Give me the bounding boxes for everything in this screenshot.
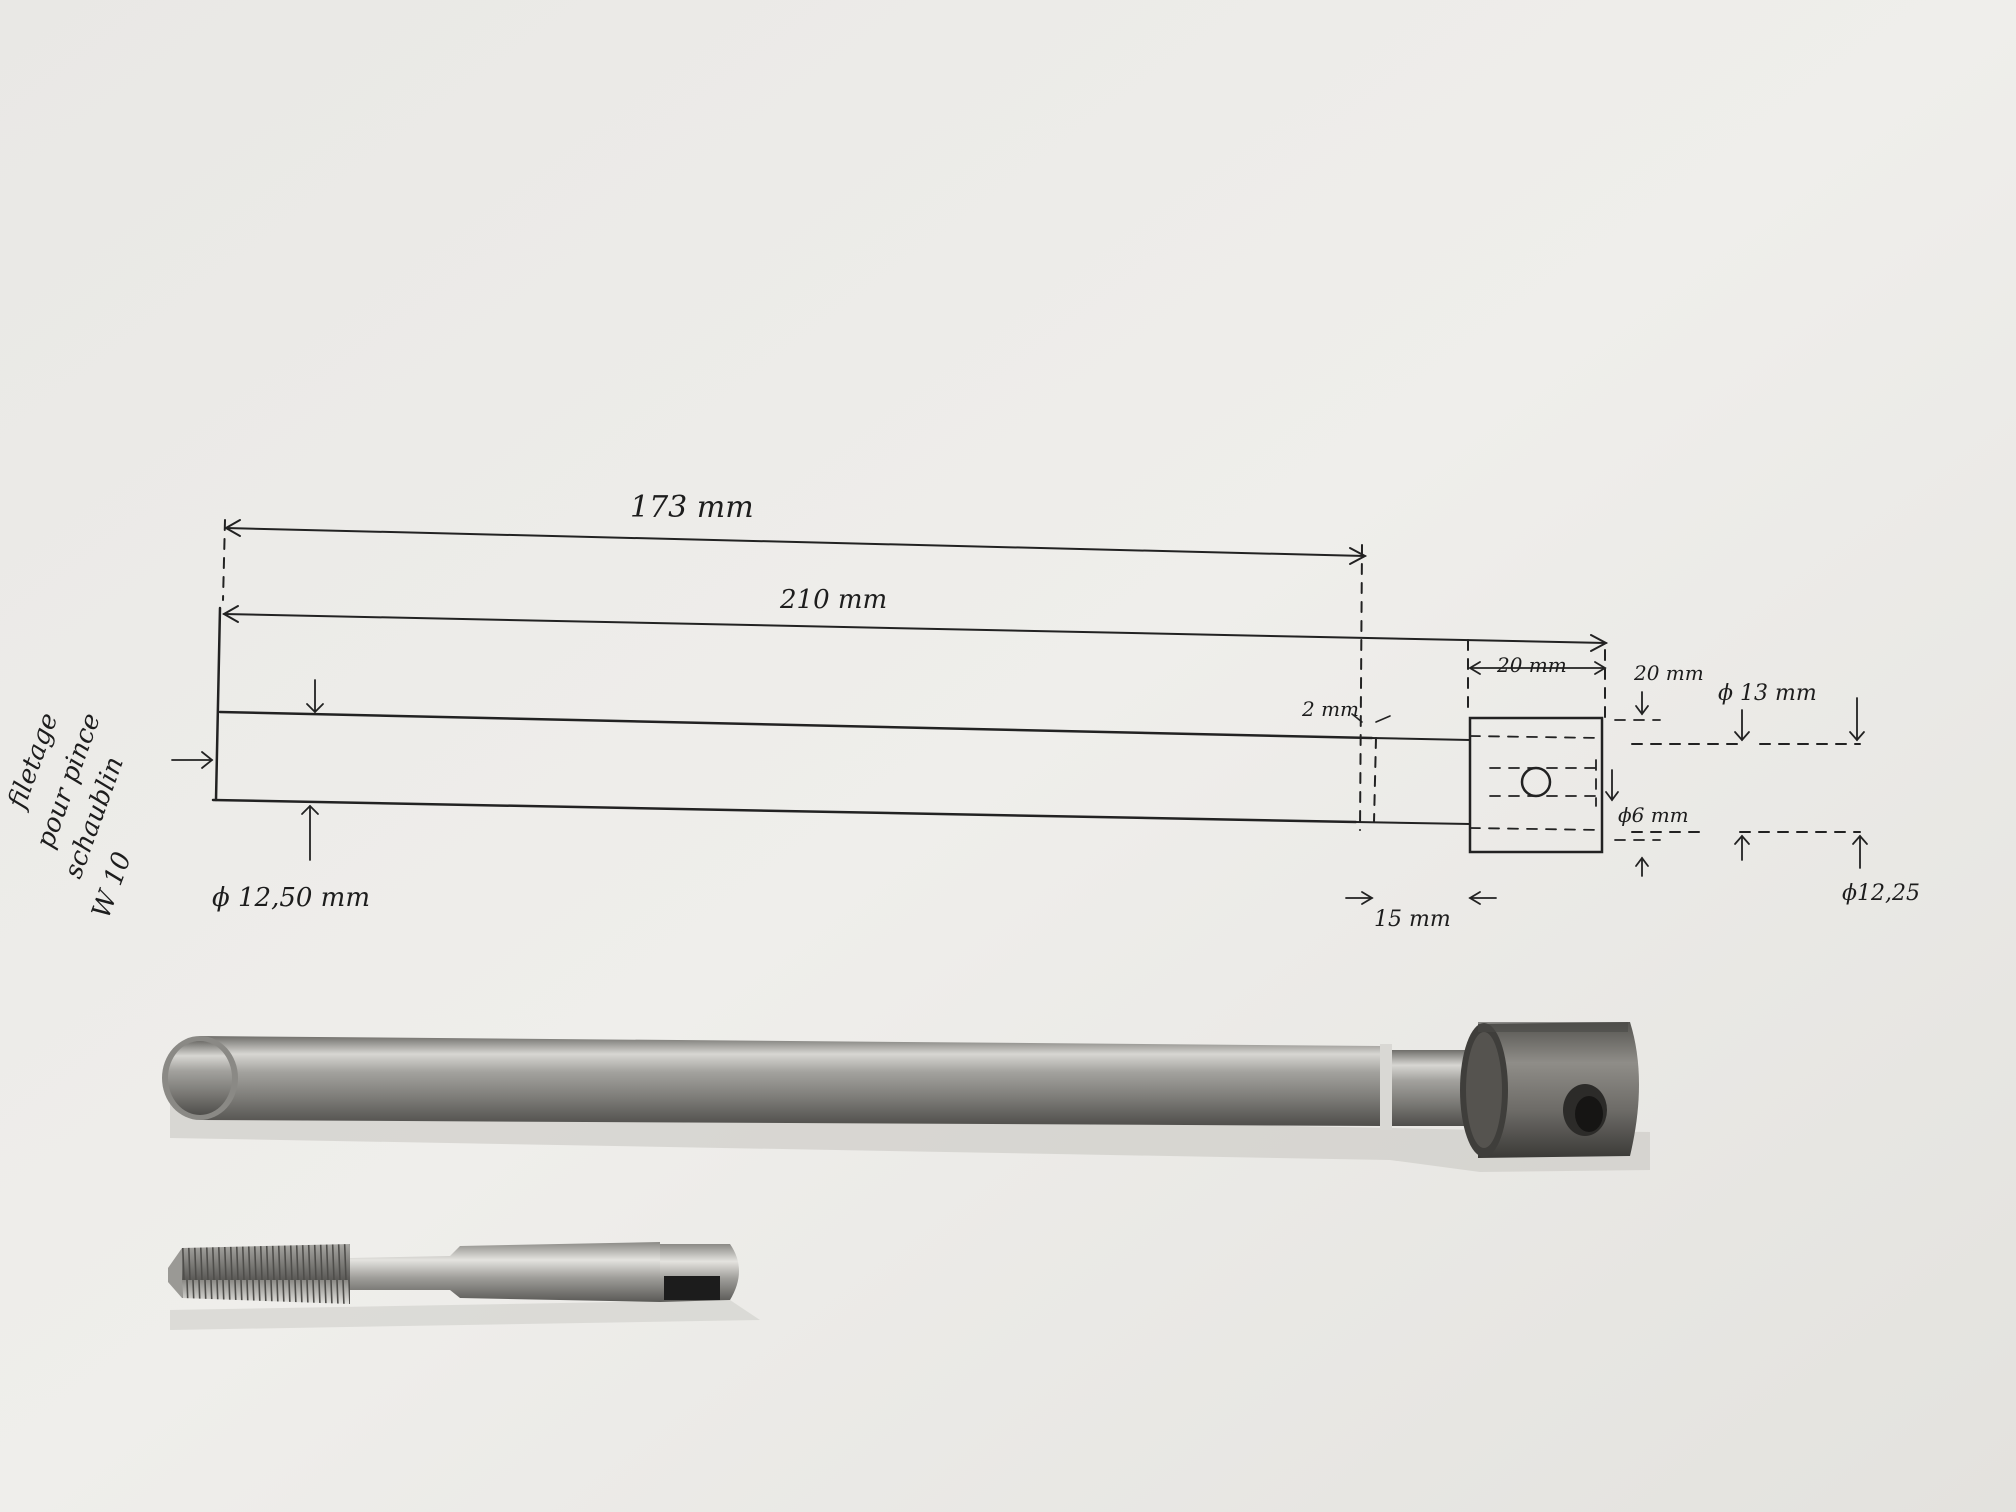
dimension-173: 173 mm [223, 490, 1368, 565]
steel-extension-tube [162, 1022, 1650, 1172]
diameter-6: ϕ6 mm [1605, 769, 1689, 827]
dimension-15: 15 mm [1345, 891, 1497, 932]
dia-13-label: ϕ 13 mm [1718, 681, 1817, 706]
diameter-13: ϕ 13 mm [1631, 681, 1865, 745]
dia-12-25-label: ϕ12,25 [1842, 881, 1920, 906]
dim-2-label: 2 mm [1301, 697, 1359, 721]
dimension-20-offset: 20 mm [1614, 661, 1704, 877]
dia-12-50-label: ϕ 12,50 mm [212, 883, 370, 913]
dim-20-length-label: 20 mm [1496, 653, 1567, 677]
dim-210-label: 210 mm [779, 585, 887, 615]
dia-6-label: ϕ6 mm [1618, 803, 1689, 827]
thread-tap [168, 1242, 760, 1330]
shaft-outline [211, 710, 1374, 824]
head-block [1468, 716, 1604, 854]
diameter-12-50: ϕ 12,50 mm [212, 679, 370, 913]
diameter-12-25: ϕ12,25 [1631, 831, 1920, 906]
dimension-210: 210 mm [221, 585, 1609, 652]
dimension-2: 2 mm [1301, 697, 1391, 723]
dim-173-label: 173 mm [630, 490, 754, 525]
dim-20-offset-label: 20 mm [1633, 661, 1704, 685]
dim-15-label: 15 mm [1374, 907, 1451, 932]
dimension-20-length: 20 mm [1468, 653, 1607, 677]
